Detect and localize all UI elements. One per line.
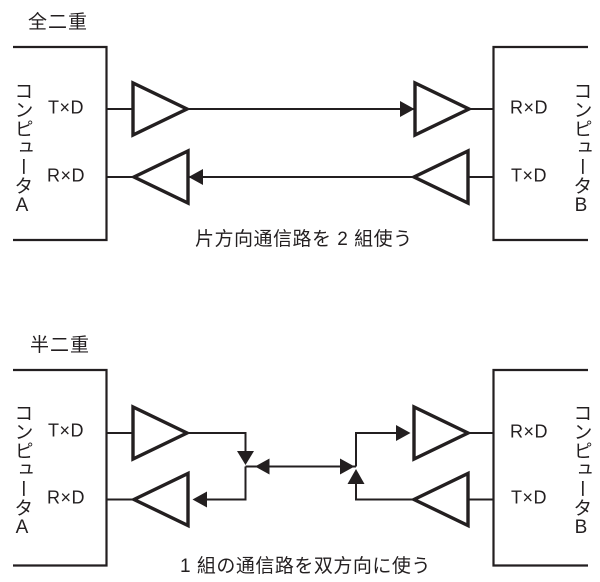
right-arrowhead-icon bbox=[340, 458, 355, 475]
b-txd-driver-triangle-icon bbox=[410, 470, 470, 529]
full-duplex-diagram bbox=[13, 45, 588, 242]
a-transmit-path-wire bbox=[106, 432, 247, 452]
b-rxd-receiver-triangle-icon bbox=[412, 404, 472, 462]
computer-a-rxd-port-label: R×D bbox=[46, 165, 86, 186]
half-duplex-diagram bbox=[13, 368, 588, 567]
right-arrowhead-icon bbox=[396, 425, 411, 441]
a-rxd-receiver-triangle-icon bbox=[130, 470, 190, 529]
full-duplex-title: 全二重 bbox=[28, 12, 89, 33]
b-receive-path-wire bbox=[355, 432, 494, 467]
computer-a-name: コンピュータA bbox=[11, 403, 33, 538]
right-arrowhead-icon bbox=[400, 101, 415, 117]
left-arrowhead-icon bbox=[192, 491, 207, 508]
a-txd-driver-triangle-icon bbox=[131, 404, 191, 462]
computer-a-rxd-port-label: R×D bbox=[46, 487, 86, 508]
a-txd-driver-triangle-icon bbox=[131, 80, 191, 138]
a-rxd-receiver-triangle-icon bbox=[130, 148, 190, 206]
left-arrowhead-icon bbox=[255, 458, 270, 475]
computer-a-box bbox=[13, 45, 108, 242]
left-arrowhead-icon bbox=[188, 169, 203, 185]
half-duplex-caption: 1 組の通信路を双方向に使う bbox=[180, 556, 431, 577]
half-duplex-title: 半二重 bbox=[30, 335, 91, 356]
computer-a-txd-port-label: T×D bbox=[47, 97, 85, 118]
up-arrowhead-icon bbox=[347, 469, 365, 484]
computer-b-rxd-port-label: R×D bbox=[509, 97, 549, 118]
a-receive-path-wire bbox=[106, 466, 247, 501]
computer-b-txd-port-label: T×D bbox=[510, 487, 548, 508]
computer-b-name: コンピュータB bbox=[570, 403, 592, 538]
computer-a-box bbox=[13, 368, 108, 567]
b-transmit-path-wire bbox=[355, 483, 494, 501]
b-txd-driver-triangle-icon bbox=[410, 148, 470, 206]
computer-b-txd-port-label: T×D bbox=[510, 165, 548, 186]
b-rxd-receiver-triangle-icon bbox=[413, 80, 473, 138]
computer-b-name: コンピュータB bbox=[570, 81, 592, 216]
computer-a-txd-port-label: T×D bbox=[47, 420, 85, 441]
computer-a-name: コンピュータA bbox=[11, 81, 33, 216]
computer-b-rxd-port-label: R×D bbox=[509, 421, 549, 442]
computer-b-box bbox=[492, 368, 588, 567]
down-arrowhead-icon bbox=[237, 451, 254, 465]
full-duplex-caption: 片方向通信路を 2 組使う bbox=[195, 229, 413, 250]
computer-b-box bbox=[492, 45, 588, 242]
